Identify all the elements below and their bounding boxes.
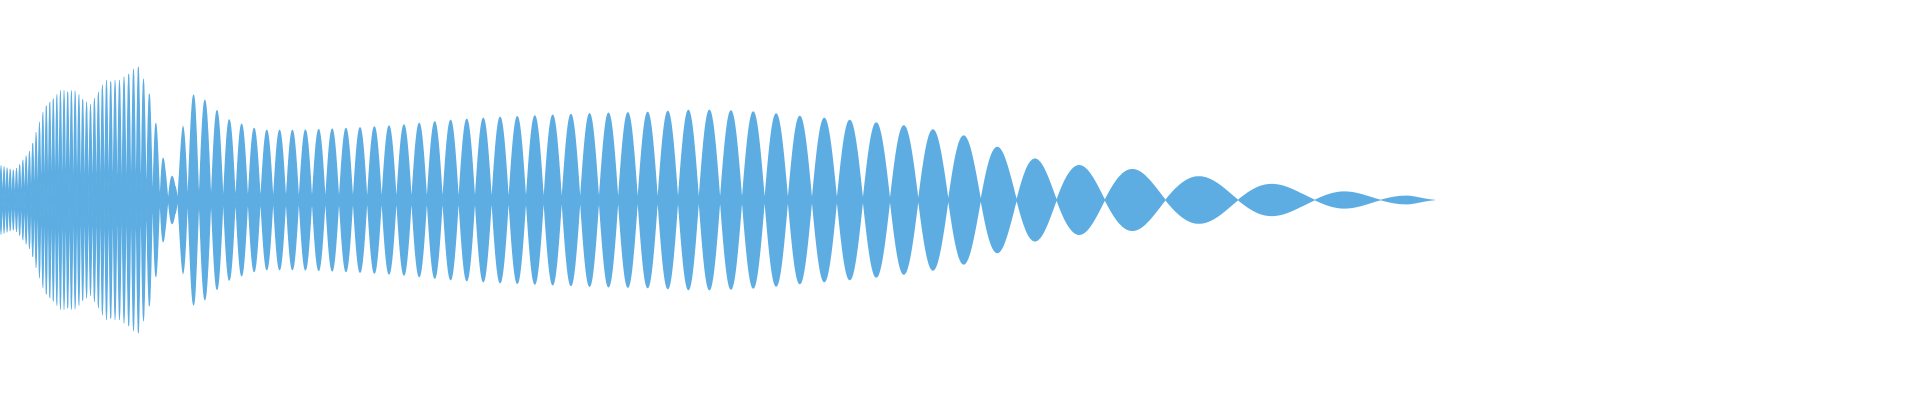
waveform-signal — [0, 66, 1435, 334]
